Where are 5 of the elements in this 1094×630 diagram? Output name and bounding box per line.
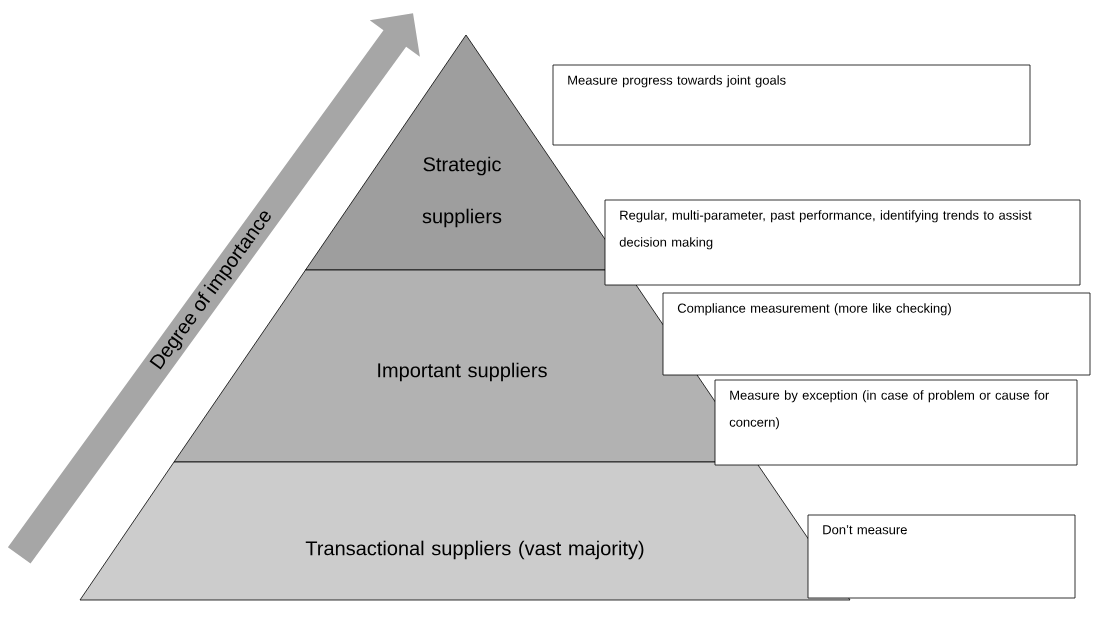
text-box: Don’t measure	[807, 514, 1076, 599]
text-box: Compliance measurement (more like checking)	[662, 292, 1091, 376]
text-box: Measure progress towards joint goals	[552, 64, 1031, 146]
text-box: Regular, multi-parameter, past performance, identifying trends to assist decision making	[604, 199, 1081, 286]
text-box: Measure by exception (in case of problem or cause for concern)	[714, 379, 1078, 466]
